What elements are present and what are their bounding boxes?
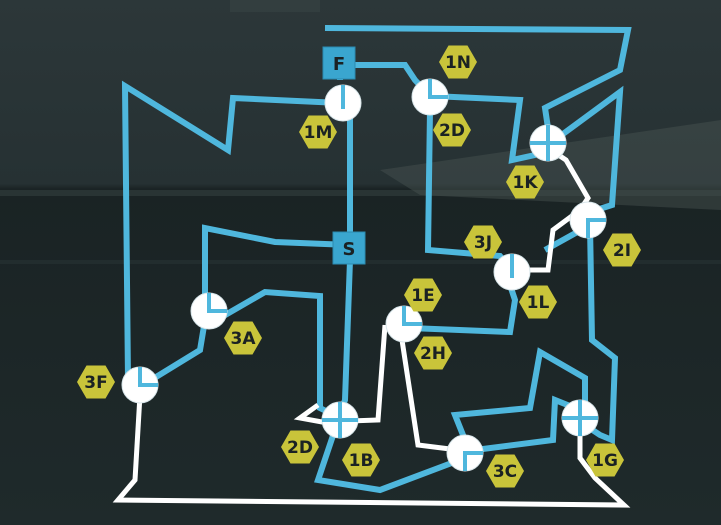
node-label-text: 3C xyxy=(493,462,517,482)
pipe-segment xyxy=(202,224,351,300)
rotary-switch[interactable] xyxy=(446,434,484,472)
active-path-segment xyxy=(112,394,631,508)
finish-label: F xyxy=(333,54,345,75)
node-label-badge: 1N xyxy=(439,45,477,79)
node-label-badge: 3F xyxy=(77,365,115,399)
start-terminal: S xyxy=(332,231,366,265)
node-label-badge: 2I xyxy=(603,233,641,267)
node-label-text: 2I xyxy=(613,241,631,261)
rotary-switch[interactable] xyxy=(569,201,607,239)
pipe-segment xyxy=(450,347,588,442)
node-label-text: 3F xyxy=(84,373,107,393)
pipe-segment xyxy=(314,259,467,494)
node-label-text: 2D xyxy=(287,438,313,458)
pipe-segment xyxy=(409,284,519,336)
node-label-text: 3J xyxy=(474,233,492,253)
finish-terminal: F xyxy=(322,46,356,80)
node-label-badge: 3C xyxy=(486,454,524,488)
start-label: S xyxy=(343,239,356,260)
node-label-badge: 2D xyxy=(281,430,319,464)
pipe-segment xyxy=(583,224,619,445)
node-label-text: 1G xyxy=(592,451,618,471)
node-label-badge: 3A xyxy=(224,321,262,355)
rotary-switch[interactable] xyxy=(121,366,159,404)
node-label-badge: 1M xyxy=(299,115,337,149)
node-label-text: 2H xyxy=(420,344,446,364)
node-label-badge: 1L xyxy=(519,285,557,319)
node-label-text: 1L xyxy=(527,293,550,313)
pipe-segment xyxy=(141,319,208,388)
rotary-switch[interactable] xyxy=(493,253,531,291)
node-label-badge: 1E xyxy=(404,278,442,312)
rotary-switch[interactable] xyxy=(529,124,567,162)
node-labels: 1N 1M 2D 1K 3J 2I 1L 1E 3A 2H 3F 2D 1B 3C 1G xyxy=(77,45,641,488)
node-label-badge: 2H xyxy=(414,336,452,370)
node-label-badge: 2D xyxy=(433,113,471,147)
pipe-segment xyxy=(324,25,632,129)
active-path-segment xyxy=(399,339,459,453)
rotary-switch[interactable] xyxy=(190,292,228,330)
rotary-nodes xyxy=(121,78,607,472)
node-label-badge: 3J xyxy=(464,225,502,259)
node-label-badge: 1G xyxy=(586,443,624,477)
node-label-text: 1M xyxy=(304,123,333,143)
rotary-switch[interactable] xyxy=(324,84,362,122)
rotary-switch[interactable] xyxy=(411,78,449,116)
node-label-text: 1N xyxy=(445,53,471,73)
node-label-text: 1B xyxy=(349,451,374,471)
rotary-switch[interactable] xyxy=(561,399,599,437)
node-label-text: 3A xyxy=(231,329,257,349)
node-label-badge: 1K xyxy=(506,165,544,199)
pipe-segment xyxy=(218,288,342,421)
node-label-text: 1E xyxy=(411,286,434,306)
node-label-text: 2D xyxy=(439,121,465,141)
node-label-badge: 1B xyxy=(342,443,380,477)
node-label-text: 1K xyxy=(512,173,538,193)
rotary-switch[interactable] xyxy=(385,305,423,343)
rotary-switch[interactable] xyxy=(321,401,359,439)
